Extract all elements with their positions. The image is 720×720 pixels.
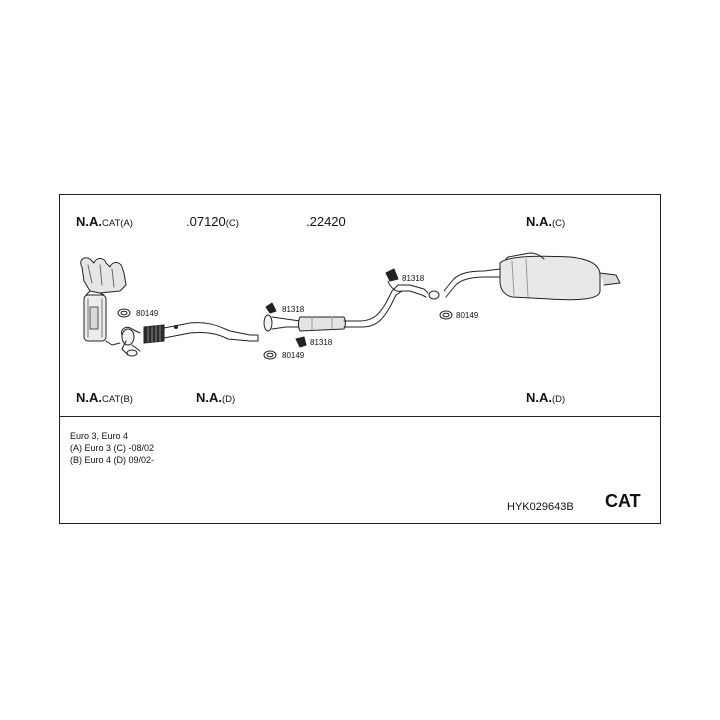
product-code: HYK029643B bbox=[507, 501, 574, 513]
category-label: CAT bbox=[605, 491, 641, 511]
section-divider bbox=[60, 416, 660, 417]
part-number-80149-a: 80149 bbox=[136, 309, 159, 318]
label-rear-silencer-d: N.A.(D) bbox=[526, 390, 566, 406]
label-cat-b: N.A.CAT(B) bbox=[76, 390, 133, 406]
catalytic-converter-manifold bbox=[80, 257, 127, 346]
gasket-80149-a-icon bbox=[117, 308, 131, 318]
label-front-pipe-d: N.A.(D) bbox=[196, 390, 236, 406]
part-number-81318-a: 81318 bbox=[282, 305, 305, 314]
label-middle-silencer-22420: .22420 bbox=[306, 214, 346, 229]
part-number-81318-b: 81318 bbox=[310, 338, 333, 347]
exhaust-system-drawing: 80149 81318 81318 80149 81318 80149 bbox=[80, 252, 621, 360]
note-variant-b: (B) Euro 4 (D) 09/02- bbox=[70, 455, 155, 465]
note-euro: Euro 3, Euro 4 bbox=[70, 431, 129, 441]
hanger-81318-c-icon bbox=[385, 268, 403, 292]
part-number-80149-b: 80149 bbox=[282, 351, 305, 360]
front-pipe-07120 bbox=[121, 322, 259, 357]
note-variant-a: (A) Euro 3 (C) -08/02 bbox=[70, 443, 155, 453]
hanger-81318-a-icon bbox=[265, 302, 277, 314]
diagram-frame: N.A.CAT(A) .07120(C) .22420 N.A.(C) N.A.… bbox=[59, 194, 661, 524]
middle-silencer-22420 bbox=[263, 284, 440, 332]
part-number-81318-c: 81318 bbox=[402, 274, 425, 283]
part-number-80149-c: 80149 bbox=[456, 311, 479, 320]
rear-silencer bbox=[443, 252, 621, 301]
hanger-81318-b-icon bbox=[295, 336, 307, 348]
label-front-pipe-07120: .07120(C) bbox=[186, 214, 239, 230]
gasket-80149-b-icon bbox=[263, 350, 277, 360]
label-rear-silencer-c: N.A.(C) bbox=[526, 214, 566, 230]
gasket-80149-c-icon bbox=[439, 310, 453, 320]
label-cat-a: N.A.CAT(A) bbox=[76, 214, 133, 230]
